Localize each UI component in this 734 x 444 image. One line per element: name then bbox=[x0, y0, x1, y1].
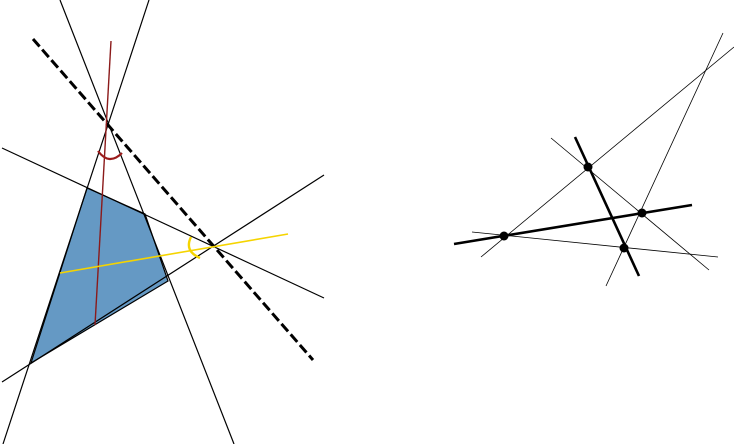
line-shallow-upper bbox=[1, 147, 325, 299]
point-3 bbox=[499, 231, 509, 241]
line-rising bbox=[1, 174, 325, 383]
dashed-line bbox=[31, 38, 315, 361]
red-line bbox=[94, 40, 112, 326]
point-1 bbox=[583, 162, 593, 172]
line-steep-left bbox=[2, 0, 150, 444]
thick-line-1 bbox=[453, 203, 693, 246]
yellow-angle-mark bbox=[187, 236, 201, 260]
shaded-triangle bbox=[29, 187, 169, 365]
right-figure bbox=[453, 32, 734, 287]
thick-line-2 bbox=[573, 136, 641, 277]
red-angle-mark bbox=[97, 150, 123, 161]
line-steep-right bbox=[59, 0, 235, 444]
left-figure bbox=[1, 0, 325, 444]
point-4 bbox=[619, 243, 629, 253]
thin-line-1 bbox=[480, 46, 734, 258]
point-2 bbox=[637, 208, 647, 218]
yellow-line bbox=[59, 233, 289, 274]
thin-line-3 bbox=[550, 137, 710, 271]
thin-line-4 bbox=[471, 231, 719, 258]
